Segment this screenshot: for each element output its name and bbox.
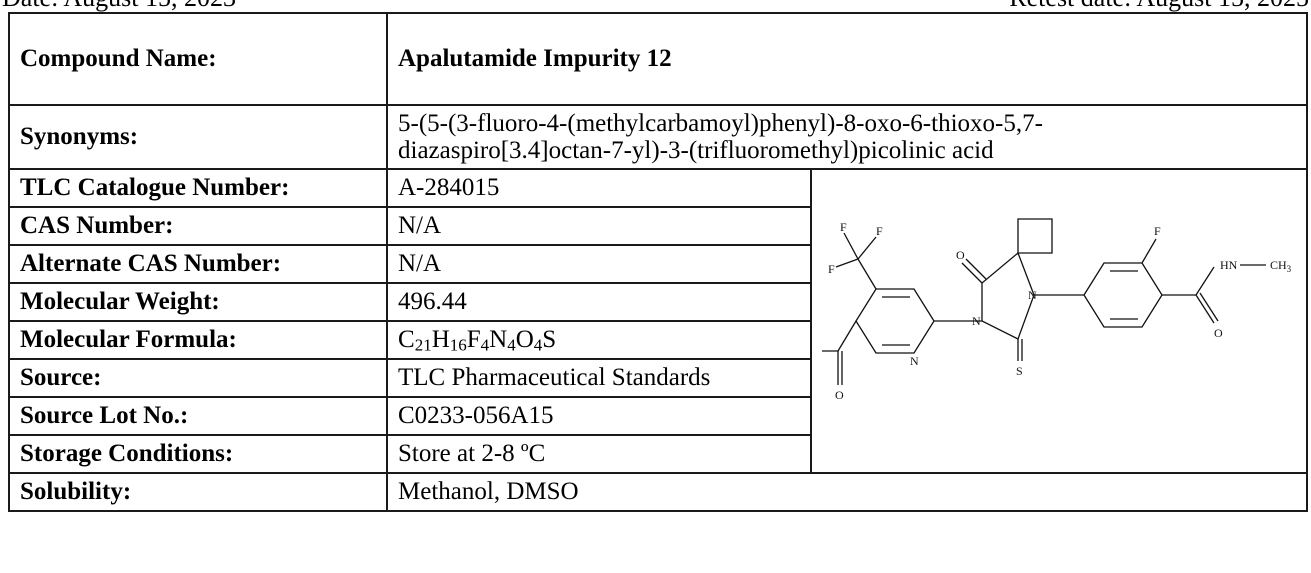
catalogue-number-label: TLC Catalogue Number: bbox=[8, 168, 388, 208]
fluoro-label: F bbox=[1154, 224, 1161, 238]
source-value: TLC Pharmaceutical Standards bbox=[386, 358, 812, 398]
compound-name-value: Apalutamide Impurity 12 bbox=[385, 12, 1309, 106]
solubility-value: Methanol, DMSO bbox=[385, 472, 1309, 512]
synonyms-label: Synonyms: bbox=[8, 104, 388, 170]
compound-name-label: Compound Name: bbox=[8, 12, 388, 106]
oxo-label: O bbox=[956, 248, 965, 262]
synonyms-line-1: 5-(5-(3-fluoro-4-(methylcarbamoyl)phenyl… bbox=[398, 110, 1043, 137]
chemical-structure: O F HN CH3 N N S O F F F HO N O bbox=[809, 168, 1309, 474]
pyridine-n-label: N bbox=[910, 354, 919, 368]
cas-number-label: CAS Number: bbox=[8, 206, 388, 246]
table-row: Storage Conditions: Store at 2-8 ºC bbox=[8, 434, 1307, 474]
synonyms-line-2: diazaspiro[3.4]octan-7-yl)-3-(trifluorom… bbox=[398, 137, 994, 164]
table-row: Molecular Weight: 496.44 bbox=[8, 282, 1307, 322]
n-left-label: N bbox=[972, 314, 981, 328]
source-lot-label: Source Lot No.: bbox=[8, 396, 388, 436]
molecular-weight-label: Molecular Weight: bbox=[8, 282, 388, 322]
table-row: Source: TLC Pharmaceutical Standards bbox=[8, 358, 1307, 398]
retest-date: Retest date: August 15, 2025 bbox=[1009, 0, 1309, 12]
molecular-formula-value: C21H16F4N4O4S bbox=[386, 320, 812, 360]
catalogue-number-value: A-284015 bbox=[386, 168, 812, 208]
amide-nh-label: HN bbox=[1220, 258, 1238, 272]
synonyms-value: 5-(5-(3-fluoro-4-(methylcarbamoyl)phenyl… bbox=[385, 104, 1309, 170]
methyl-label: CH3 bbox=[1270, 258, 1292, 274]
page-header: Date: August 15, 2023 Retest date: Augus… bbox=[0, 0, 1311, 12]
cf3-f1-label: F bbox=[840, 220, 847, 234]
storage-conditions-value: Store at 2-8 ºC bbox=[386, 434, 812, 474]
n-right-label: N bbox=[1028, 288, 1037, 302]
table-row: Compound Name: Apalutamide Impurity 12 bbox=[8, 12, 1309, 106]
table-row: Source Lot No.: C0233-056A15 bbox=[8, 396, 1307, 436]
table-row: TLC Catalogue Number: A-284015 bbox=[8, 168, 1309, 474]
acid-o-label: O bbox=[835, 388, 844, 402]
cf3-f3-label: F bbox=[828, 262, 835, 276]
compound-spec-table: Compound Name: Apalutamide Impurity 12 S… bbox=[8, 12, 1309, 512]
alternate-cas-value: N/A bbox=[386, 244, 812, 284]
molecular-formula-label: Molecular Formula: bbox=[8, 320, 388, 360]
amide-o-label: O bbox=[1214, 326, 1223, 340]
storage-conditions-label: Storage Conditions: bbox=[8, 434, 388, 474]
alternate-cas-label: Alternate CAS Number: bbox=[8, 244, 388, 284]
table-row: Molecular Formula: C21H16F4N4O4S bbox=[8, 320, 1307, 360]
table-row: Solubility: Methanol, DMSO bbox=[8, 472, 1309, 512]
cas-number-value: N/A bbox=[386, 206, 812, 246]
sulfur-label: S bbox=[1016, 364, 1023, 378]
table-row: CAS Number: N/A bbox=[8, 206, 1307, 246]
cf3-f2-label: F bbox=[876, 224, 883, 238]
chemical-structure-drawing: O F HN CH3 N N S O F F F HO N O bbox=[822, 218, 1292, 402]
molecular-weight-value: 496.44 bbox=[386, 282, 812, 322]
source-label: Source: bbox=[8, 358, 388, 398]
solubility-label: Solubility: bbox=[8, 472, 388, 512]
source-lot-value: C0233-056A15 bbox=[386, 396, 812, 436]
issue-date: Date: August 15, 2023 bbox=[2, 0, 236, 12]
table-row: Synonyms: 5-(5-(3-fluoro-4-(methylcarbam… bbox=[8, 104, 1309, 170]
table-row: Alternate CAS Number: N/A bbox=[8, 244, 1307, 284]
